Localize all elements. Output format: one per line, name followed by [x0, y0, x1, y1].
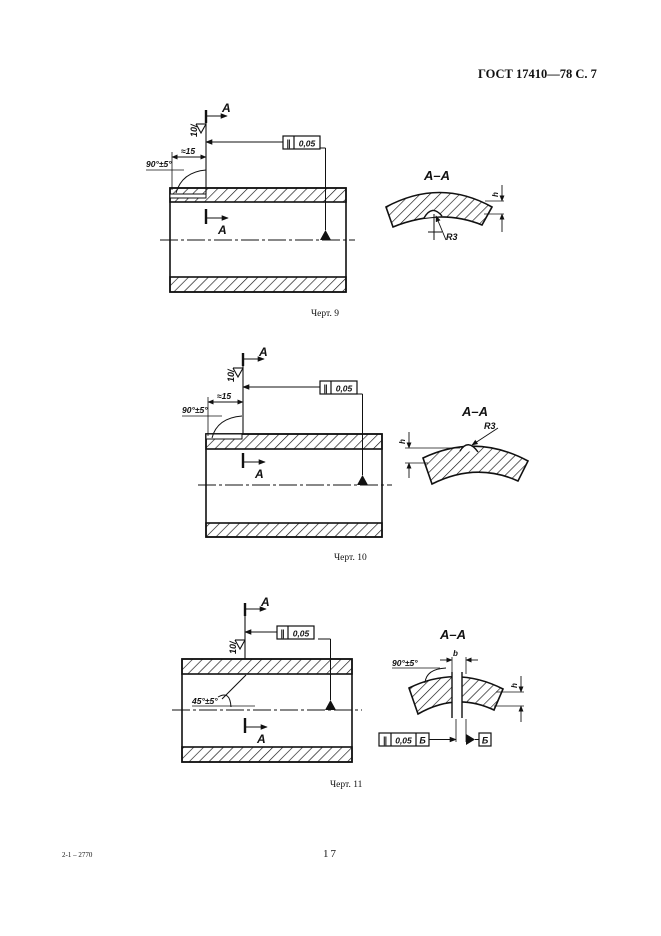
fig10-cut-bottom: А	[241, 453, 266, 481]
fig11-datum-label: Б	[482, 736, 489, 746]
fig9-radius: R3	[446, 232, 458, 242]
fig9-depth: h	[491, 192, 500, 197]
fig10-caption: Черт. 10	[334, 553, 367, 563]
fig9-angle: 90°±5°	[146, 159, 172, 169]
fig9-cut-top: А	[204, 101, 231, 123]
fig10-tol-symbol: ∥	[323, 384, 328, 394]
fig9-roughness: 10/	[189, 123, 207, 137]
fig9-cut-label-top: А	[221, 101, 231, 115]
fig11-datum-marker	[466, 734, 475, 745]
fig11-cut-top: А	[243, 595, 270, 616]
fig11-roughness: 10/	[228, 639, 246, 654]
fig9-tolerance-frame: ∥ 0,05	[282, 135, 321, 150]
fig11-cut-label-bottom: А	[256, 732, 266, 746]
fig10-dim-length: ≈15	[217, 391, 231, 401]
fig11-caption: Черт. 11	[330, 780, 363, 790]
figure-10: ∥ 0,05 А А 10/ ≈15 90°±5° А–А	[182, 345, 530, 538]
fig11-angle-inner: 45°±5°	[191, 696, 218, 706]
fig10-tube	[205, 433, 383, 538]
figure-9: ∥ 0,05 А А 10/ ≈15 90°±5° А–А	[146, 101, 505, 293]
fig10-angle: 90°±5°	[182, 405, 208, 415]
fig11-sec-tol-datum: Б	[419, 736, 426, 746]
fig10-tolerance-frame: ∥ 0,05	[319, 380, 358, 395]
fig11-cut-label-top: А	[260, 595, 270, 609]
fig10-cut-label-top: А	[258, 345, 268, 359]
fig11-tube	[181, 658, 353, 763]
fig11-cut-bottom: А	[243, 718, 268, 746]
fig9-caption: Черт. 9	[311, 309, 339, 319]
fig9-datum-triangle	[320, 230, 331, 240]
header-standard: ГОСТ 17410—78 С. 7	[478, 67, 597, 81]
fig10-roughness-value: 10/	[226, 368, 236, 382]
footer-code: 2-1 – 2770	[62, 851, 93, 859]
fig11-width: b	[453, 649, 458, 658]
fig10-radius: R3	[484, 421, 496, 431]
fig11-sec-tol-value: 0,05	[395, 736, 412, 746]
fig11-tol-value: 0,05	[293, 629, 310, 639]
fig11-tol-symbol: ∥	[280, 629, 285, 639]
fig10-section-view: А–А R3 h	[398, 404, 530, 486]
fig11-datum-triangle	[325, 700, 336, 710]
fig10-cut-label-bottom: А	[254, 467, 264, 481]
fig11-roughness-value: 10/	[228, 640, 238, 654]
fig9-tol-symbol: ∥	[286, 139, 291, 149]
fig9-cut-bottom: А	[204, 209, 229, 237]
fig9-section-view: А–А R3 h	[385, 168, 505, 242]
fig10-cut-top: А	[241, 345, 268, 366]
footer-page-number: 17	[323, 848, 338, 860]
fig10-datum-triangle	[357, 475, 368, 485]
fig11-sec-tol-symbol: ∥	[383, 736, 388, 746]
fig9-dim-length: ≈15	[181, 146, 195, 156]
fig11-section-view: А–А b 90°±5° h ∥ 0,0	[378, 627, 524, 747]
fig10-roughness: 10/	[226, 367, 244, 382]
fig10-section-title: А–А	[461, 404, 488, 419]
fig11-angle-section: 90°±5°	[392, 658, 418, 668]
fig9-roughness-value: 10/	[189, 123, 199, 137]
fig11-depth: h	[510, 683, 519, 688]
fig11-section-title: А–А	[439, 627, 466, 642]
fig9-cut-label-bottom: А	[217, 223, 227, 237]
figure-11: ∥ 0,05 А А 10/ 45°±5° А–А	[172, 595, 524, 763]
fig10-tol-value: 0,05	[336, 384, 353, 394]
fig9-section-title: А–А	[423, 168, 450, 183]
fig9-tol-value: 0,05	[299, 139, 316, 149]
fig11-tolerance-frame: ∥ 0,05	[276, 625, 315, 640]
fig10-depth: h	[398, 439, 407, 444]
fig11-section-tolerance: ∥ 0,05 Б	[378, 732, 430, 747]
